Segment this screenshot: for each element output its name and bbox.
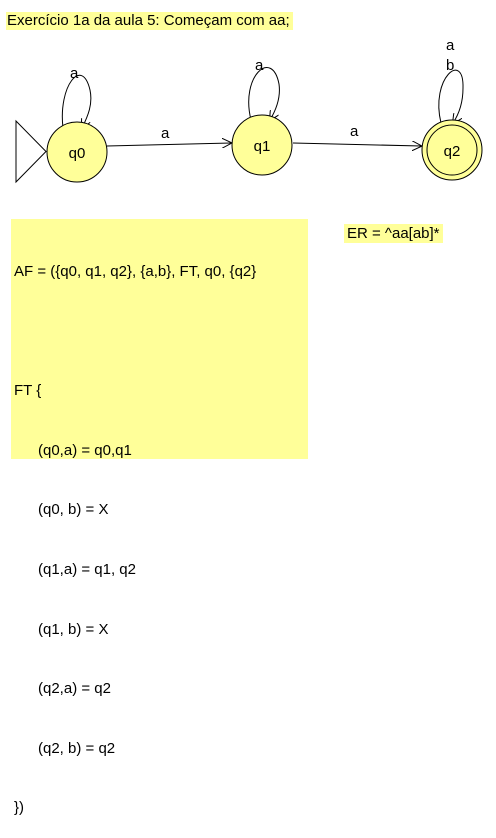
definition-line: FT {	[14, 382, 42, 400]
transition-function-line: (q2,a) = q2	[38, 680, 111, 698]
transition-label-q1-q2: a	[350, 123, 359, 140]
diagram-title: Exercício 1a da aula 5: Começam com aa;	[6, 12, 293, 30]
transition-q2-q2	[438, 69, 464, 123]
transition-function-line: (q1,a) = q1, q2	[38, 560, 136, 578]
definition-line: AF = ({q0, q1, q2}, {a,b}, FT, q0, {q2}	[14, 263, 257, 280]
definition-line	[14, 320, 308, 344]
initial-state-marker	[15, 119, 47, 184]
automaton-definition: AF = ({q0, q1, q2}, {a,b}, FT, q0, {q2} …	[11, 219, 308, 816]
transition-q1-q1	[248, 67, 280, 120]
transition-function-line: (q0,a) = q0,q1	[38, 441, 132, 459]
transition-label-q2-q2-b: b	[446, 57, 454, 74]
transition-function-line: (q0, b) = X	[38, 501, 109, 519]
transition-label-q0-q1: a	[161, 125, 170, 142]
definition-line: })	[14, 799, 25, 817]
transition-q0-q0	[61, 74, 92, 128]
state-label-q0: q0	[69, 145, 86, 162]
transition-label-q0-q0: a	[70, 65, 79, 82]
transition-function-line: (q1, b) = X	[38, 620, 109, 638]
transition-label-q1-q1: a	[255, 57, 264, 74]
state-label-q2: q2	[444, 143, 461, 160]
state-label-q1: q1	[254, 138, 271, 155]
state-q2: q2	[421, 119, 483, 181]
transition-q0-q1	[106, 143, 231, 146]
state-q0: q0	[46, 121, 108, 183]
transition-function-line: (q2, b) = q2	[38, 739, 116, 757]
transition-q1-q2	[292, 143, 421, 146]
state-q1: q1	[231, 114, 293, 176]
transition-label-q2-q2-a: a	[446, 37, 455, 54]
final-state-ring	[426, 124, 478, 176]
regular-expression: ER = ^aa[ab]*	[344, 224, 443, 243]
automaton-diagram: a a a a a b q0 q1 q2	[15, 37, 483, 184]
